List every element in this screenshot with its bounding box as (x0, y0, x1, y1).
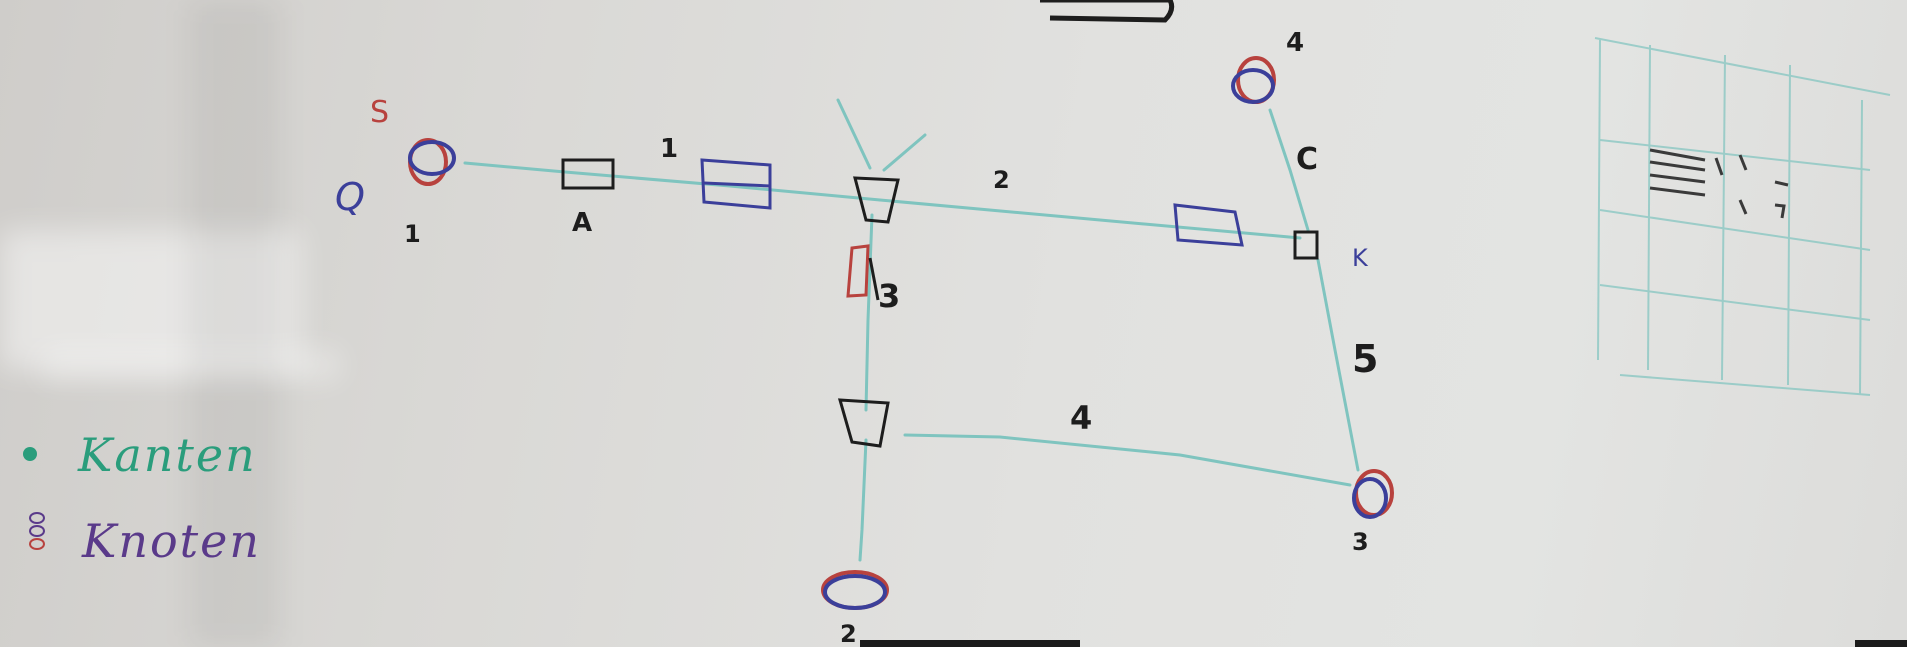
grid-sketch (1594, 37, 1891, 396)
node-4-blue (1231, 68, 1275, 104)
component-1 (700, 158, 772, 210)
scribble-2 (1649, 160, 1706, 172)
nodes (408, 56, 1394, 610)
edge-top-right (1268, 108, 1310, 232)
edge-mid-right (903, 433, 1352, 487)
label-2-top: 2 (993, 166, 1010, 194)
edge-q-junction (463, 161, 882, 202)
grid-line-v3 (1721, 54, 1726, 381)
scribble-4 (1649, 186, 1706, 197)
scribble-6 (1738, 154, 1748, 171)
component-1-inner (703, 181, 771, 188)
scribble-1 (1649, 148, 1706, 162)
grid-line-v5 (1859, 99, 1863, 396)
label-1-top: 1 (660, 134, 679, 164)
scribble-8 (1738, 199, 1748, 215)
label-4-mid: 4 (1070, 399, 1093, 437)
label-4-top-right: 4 (1286, 28, 1305, 58)
bottom-bar-center (860, 640, 1080, 647)
grid-scribbles (1649, 148, 1789, 219)
legend-knoten-dot-3 (29, 538, 45, 550)
label-3-mid: 3 (878, 277, 901, 315)
edges (463, 98, 1360, 562)
legend-knoten-dot-1 (29, 512, 45, 524)
grid-line-h3 (1599, 209, 1871, 251)
scribble-7 (1774, 180, 1789, 187)
antenna-1 (836, 98, 872, 170)
mid-trapezoid (837, 398, 890, 448)
legend-kanten: Kanten (78, 428, 257, 482)
grid-line-v4 (1787, 64, 1791, 386)
grid-line-h5 (1619, 374, 1871, 396)
antenna-2 (882, 133, 927, 172)
grid-line-h1 (1594, 37, 1891, 96)
legend-knoten-dot-2 (29, 525, 45, 537)
label-1-under-q: 1 (404, 220, 421, 248)
scribble-9 (1774, 203, 1786, 219)
bottom-bar-right (1855, 640, 1907, 647)
label-k: K (1352, 244, 1368, 272)
component-2-right (1173, 203, 1244, 247)
grid-line-v2 (1647, 44, 1651, 371)
label-a: A (572, 208, 593, 238)
legend-markers (23, 447, 45, 550)
label-q: Q (335, 175, 365, 219)
component-a (561, 158, 615, 190)
edge-right-down (1316, 258, 1360, 472)
components (561, 158, 1319, 448)
label-5: 5 (1352, 337, 1379, 381)
node-2-blue (823, 574, 887, 610)
node-3-blue (1352, 477, 1388, 519)
legend-knoten: Knoten (82, 514, 262, 568)
component-k (1293, 230, 1319, 260)
scribble-5 (1714, 157, 1724, 176)
grid-line-h4 (1599, 284, 1871, 321)
label-2-bottom: 2 (840, 620, 857, 647)
glare-shadow (190, 0, 280, 647)
grid-line-v1 (1597, 39, 1601, 361)
label-3-bottom: 3 (1352, 528, 1369, 556)
top-frame-line (1040, 0, 1175, 23)
node-s-blue (408, 140, 456, 176)
component-3-red (846, 244, 870, 298)
glare-left (0, 230, 300, 370)
edge-mid-bottom (858, 438, 868, 562)
edge-junction-k (878, 198, 1302, 240)
edge-junction-down (864, 213, 874, 412)
glare-window (40, 350, 340, 380)
scribble-3 (1649, 173, 1706, 184)
legend-kanten-dot (23, 447, 37, 461)
label-s: S (370, 95, 390, 130)
grid-line-h2 (1599, 139, 1871, 171)
junction-trapezoid (853, 176, 900, 224)
component-3-mark (868, 257, 880, 301)
label-c: C (1296, 142, 1319, 177)
